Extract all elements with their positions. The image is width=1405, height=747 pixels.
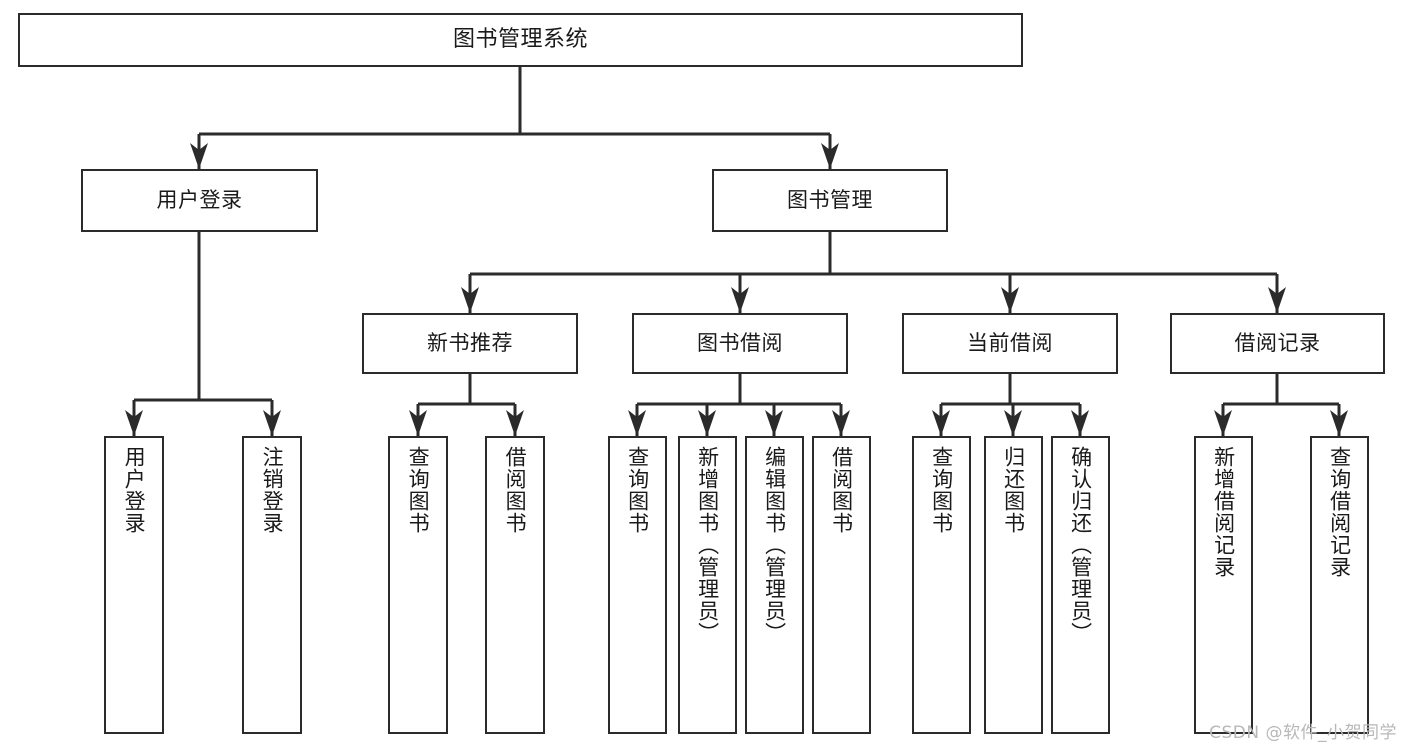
node-leaf-add-borrow-record[interactable]: 新增借阅记录 (1194, 436, 1253, 734)
node-book-management[interactable]: 图书管理 (712, 169, 948, 232)
node-label: 查询图书 (406, 446, 431, 534)
node-leaf-query-borrow-record[interactable]: 查询借阅记录 (1310, 436, 1369, 734)
node-leaf-edit-book-admin[interactable]: 编辑图书（管理员） (745, 436, 804, 734)
node-label: 借阅图书 (829, 446, 854, 534)
node-label: 当前借阅 (967, 331, 1053, 356)
node-new-book-recommend[interactable]: 新书推荐 (362, 313, 578, 374)
node-label: 用户登录 (156, 188, 243, 213)
node-label: 确认归还（管理员） (1068, 446, 1093, 644)
node-label: 新增借阅记录 (1211, 446, 1236, 578)
node-label: 新增图书（管理员） (695, 446, 720, 644)
node-label: 图书借阅 (697, 331, 783, 356)
node-leaf-query-book-1[interactable]: 查询图书 (388, 436, 448, 734)
node-label: 注销登录 (260, 446, 285, 534)
node-label: 归还图书 (1001, 446, 1026, 534)
node-label: 查询图书 (929, 446, 954, 534)
node-label: 用户登录 (122, 446, 147, 534)
node-leaf-user-login[interactable]: 用户登录 (104, 436, 164, 734)
node-label: 编辑图书（管理员） (762, 446, 787, 644)
node-label: 图书管理系统 (452, 27, 588, 53)
node-book-borrow[interactable]: 图书借阅 (632, 313, 848, 374)
node-leaf-logout[interactable]: 注销登录 (242, 436, 302, 734)
node-label: 新书推荐 (427, 331, 513, 356)
node-borrow-record[interactable]: 借阅记录 (1170, 313, 1385, 374)
node-leaf-confirm-return-admin[interactable]: 确认归还（管理员） (1051, 436, 1110, 734)
node-label: 查询图书 (625, 446, 650, 534)
node-current-borrow[interactable]: 当前借阅 (902, 313, 1118, 374)
node-label: 查询借阅记录 (1327, 446, 1352, 578)
node-user-login[interactable]: 用户登录 (81, 169, 318, 232)
node-leaf-borrow-book-2[interactable]: 借阅图书 (812, 436, 871, 734)
node-label: 图书管理 (787, 188, 873, 213)
node-label: 借阅记录 (1234, 331, 1321, 356)
node-leaf-query-book-3[interactable]: 查询图书 (912, 436, 971, 734)
node-leaf-add-book-admin[interactable]: 新增图书（管理员） (678, 436, 737, 734)
node-leaf-return-book[interactable]: 归还图书 (984, 436, 1043, 734)
node-book-management-system[interactable]: 图书管理系统 (18, 13, 1023, 67)
node-leaf-borrow-book-1[interactable]: 借阅图书 (485, 436, 545, 734)
node-leaf-query-book-2[interactable]: 查询图书 (608, 436, 667, 734)
node-label: 借阅图书 (503, 446, 528, 534)
